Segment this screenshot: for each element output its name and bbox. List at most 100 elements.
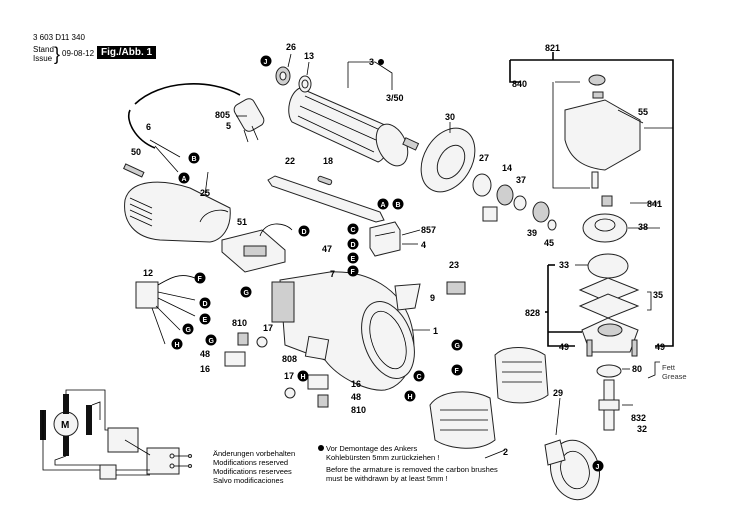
- label-25: 25: [200, 188, 211, 198]
- issue-date: 09-08-12: [62, 49, 95, 58]
- label-7: 7: [330, 269, 336, 279]
- svg-text:D: D: [351, 242, 356, 249]
- spring-17: [256, 336, 268, 348]
- svg-text:J: J: [596, 464, 600, 471]
- switch-rod-22: [267, 175, 385, 223]
- o-ring-33: [587, 253, 629, 279]
- label-2: 2: [503, 447, 509, 457]
- connector-G-brush: G: [205, 334, 217, 346]
- label-4: 4: [421, 240, 427, 250]
- label-805: 805: [215, 110, 231, 120]
- svg-text:J: J: [264, 59, 268, 66]
- carbon-brush-810b: [317, 394, 329, 408]
- label-810b: 810: [351, 405, 367, 415]
- label-16a: 16: [200, 364, 211, 374]
- connector-F-field: F: [451, 364, 463, 376]
- connector-G-field: G: [451, 339, 463, 351]
- label-821: 821: [545, 43, 561, 53]
- label-17b: 17: [284, 371, 295, 381]
- armature-note: Vor Demontage des Ankers Kohlebürsten 5m…: [318, 444, 498, 483]
- connector-D-module51: D: [298, 225, 310, 237]
- label-840: 840: [512, 79, 528, 89]
- svg-text:E: E: [203, 317, 208, 324]
- power-cord: [134, 83, 241, 105]
- svg-text:B: B: [396, 202, 401, 209]
- label-29: 29: [553, 388, 564, 398]
- screw-49b: [631, 339, 638, 357]
- part-23: [446, 281, 466, 295]
- figure-label: Fig./Abb. 1: [97, 46, 157, 59]
- label-18: 18: [323, 156, 334, 166]
- motor-symbol: M: [61, 420, 69, 431]
- connector-B-switch: B: [392, 198, 404, 210]
- field-2: [429, 347, 549, 449]
- housing-cover-25: [124, 181, 231, 243]
- label-26: 26: [286, 42, 297, 52]
- wiring-diagram: [40, 389, 192, 480]
- brush-holder-16: [224, 351, 246, 367]
- label-23: 23: [449, 260, 460, 270]
- connector-E-switch: E: [347, 252, 359, 264]
- brush-cover-9: [394, 283, 421, 311]
- connector-F-switch: F: [347, 265, 359, 277]
- connector-A-cord: A: [178, 172, 190, 184]
- svg-text:B: B: [192, 156, 197, 163]
- connector-H-field: H: [404, 390, 416, 402]
- svg-text:G: G: [186, 327, 192, 334]
- connector-J-guard: J: [592, 460, 604, 472]
- label-22: 22: [285, 156, 296, 166]
- brace: }: [54, 44, 61, 64]
- label-32: 32: [637, 424, 648, 434]
- label-48a: 48: [200, 349, 211, 359]
- label-9: 9: [430, 293, 436, 303]
- fan-baffle-30: [420, 127, 476, 193]
- bullet-icon: [318, 445, 324, 451]
- svg-text:A: A: [381, 202, 386, 209]
- nut-45: [547, 219, 557, 231]
- modifications-note: Änderungen vorbehalten Modifications res…: [213, 449, 296, 485]
- svg-text:G: G: [455, 343, 461, 350]
- washer-80: [596, 364, 622, 378]
- cap-840: [588, 74, 606, 86]
- brush-holder-16b: [307, 374, 329, 390]
- label-16b: 16: [351, 379, 362, 389]
- svg-text:C: C: [351, 227, 356, 234]
- gear-housing: [564, 74, 641, 207]
- label-48b: 48: [351, 392, 362, 402]
- svg-text:C: C: [417, 374, 422, 381]
- connector-A-switch: A: [377, 198, 389, 210]
- spindle-832: [598, 379, 620, 431]
- connector-E-module12: E: [199, 313, 211, 325]
- svg-text:H: H: [301, 374, 306, 381]
- screw-49a: [586, 339, 593, 357]
- connector-J-top: J: [260, 55, 272, 67]
- insulator-808: [304, 335, 330, 361]
- label-17a: 17: [263, 323, 274, 333]
- label-80: 80: [632, 364, 643, 374]
- svg-text:E: E: [351, 256, 356, 263]
- label-12: 12: [143, 268, 154, 278]
- label-30: 30: [445, 112, 456, 122]
- stand-label: Stand: [33, 45, 54, 54]
- label-47: 47: [322, 244, 333, 254]
- connector-F-module12: F: [194, 272, 206, 284]
- bevel-gear-38: [582, 213, 628, 243]
- module-12: [135, 281, 159, 309]
- connector-G-module12: G: [182, 323, 194, 335]
- label-37: 37: [516, 175, 527, 185]
- ring-27: [472, 173, 492, 197]
- label-828: 828: [525, 308, 541, 318]
- label-6: 6: [146, 122, 152, 132]
- label-50: 50: [131, 147, 142, 157]
- svg-text:G: G: [209, 338, 215, 345]
- label-38: 38: [638, 222, 649, 232]
- label-5: 5: [226, 121, 232, 131]
- svg-text:F: F: [351, 269, 356, 276]
- label-14: 14: [502, 163, 513, 173]
- connector-D-module12: D: [199, 297, 211, 309]
- label-51: 51: [237, 217, 248, 227]
- label-13: 13: [304, 51, 315, 61]
- armature-note-marker: [378, 59, 384, 65]
- spring-17b: [284, 387, 296, 399]
- plug: [233, 98, 265, 143]
